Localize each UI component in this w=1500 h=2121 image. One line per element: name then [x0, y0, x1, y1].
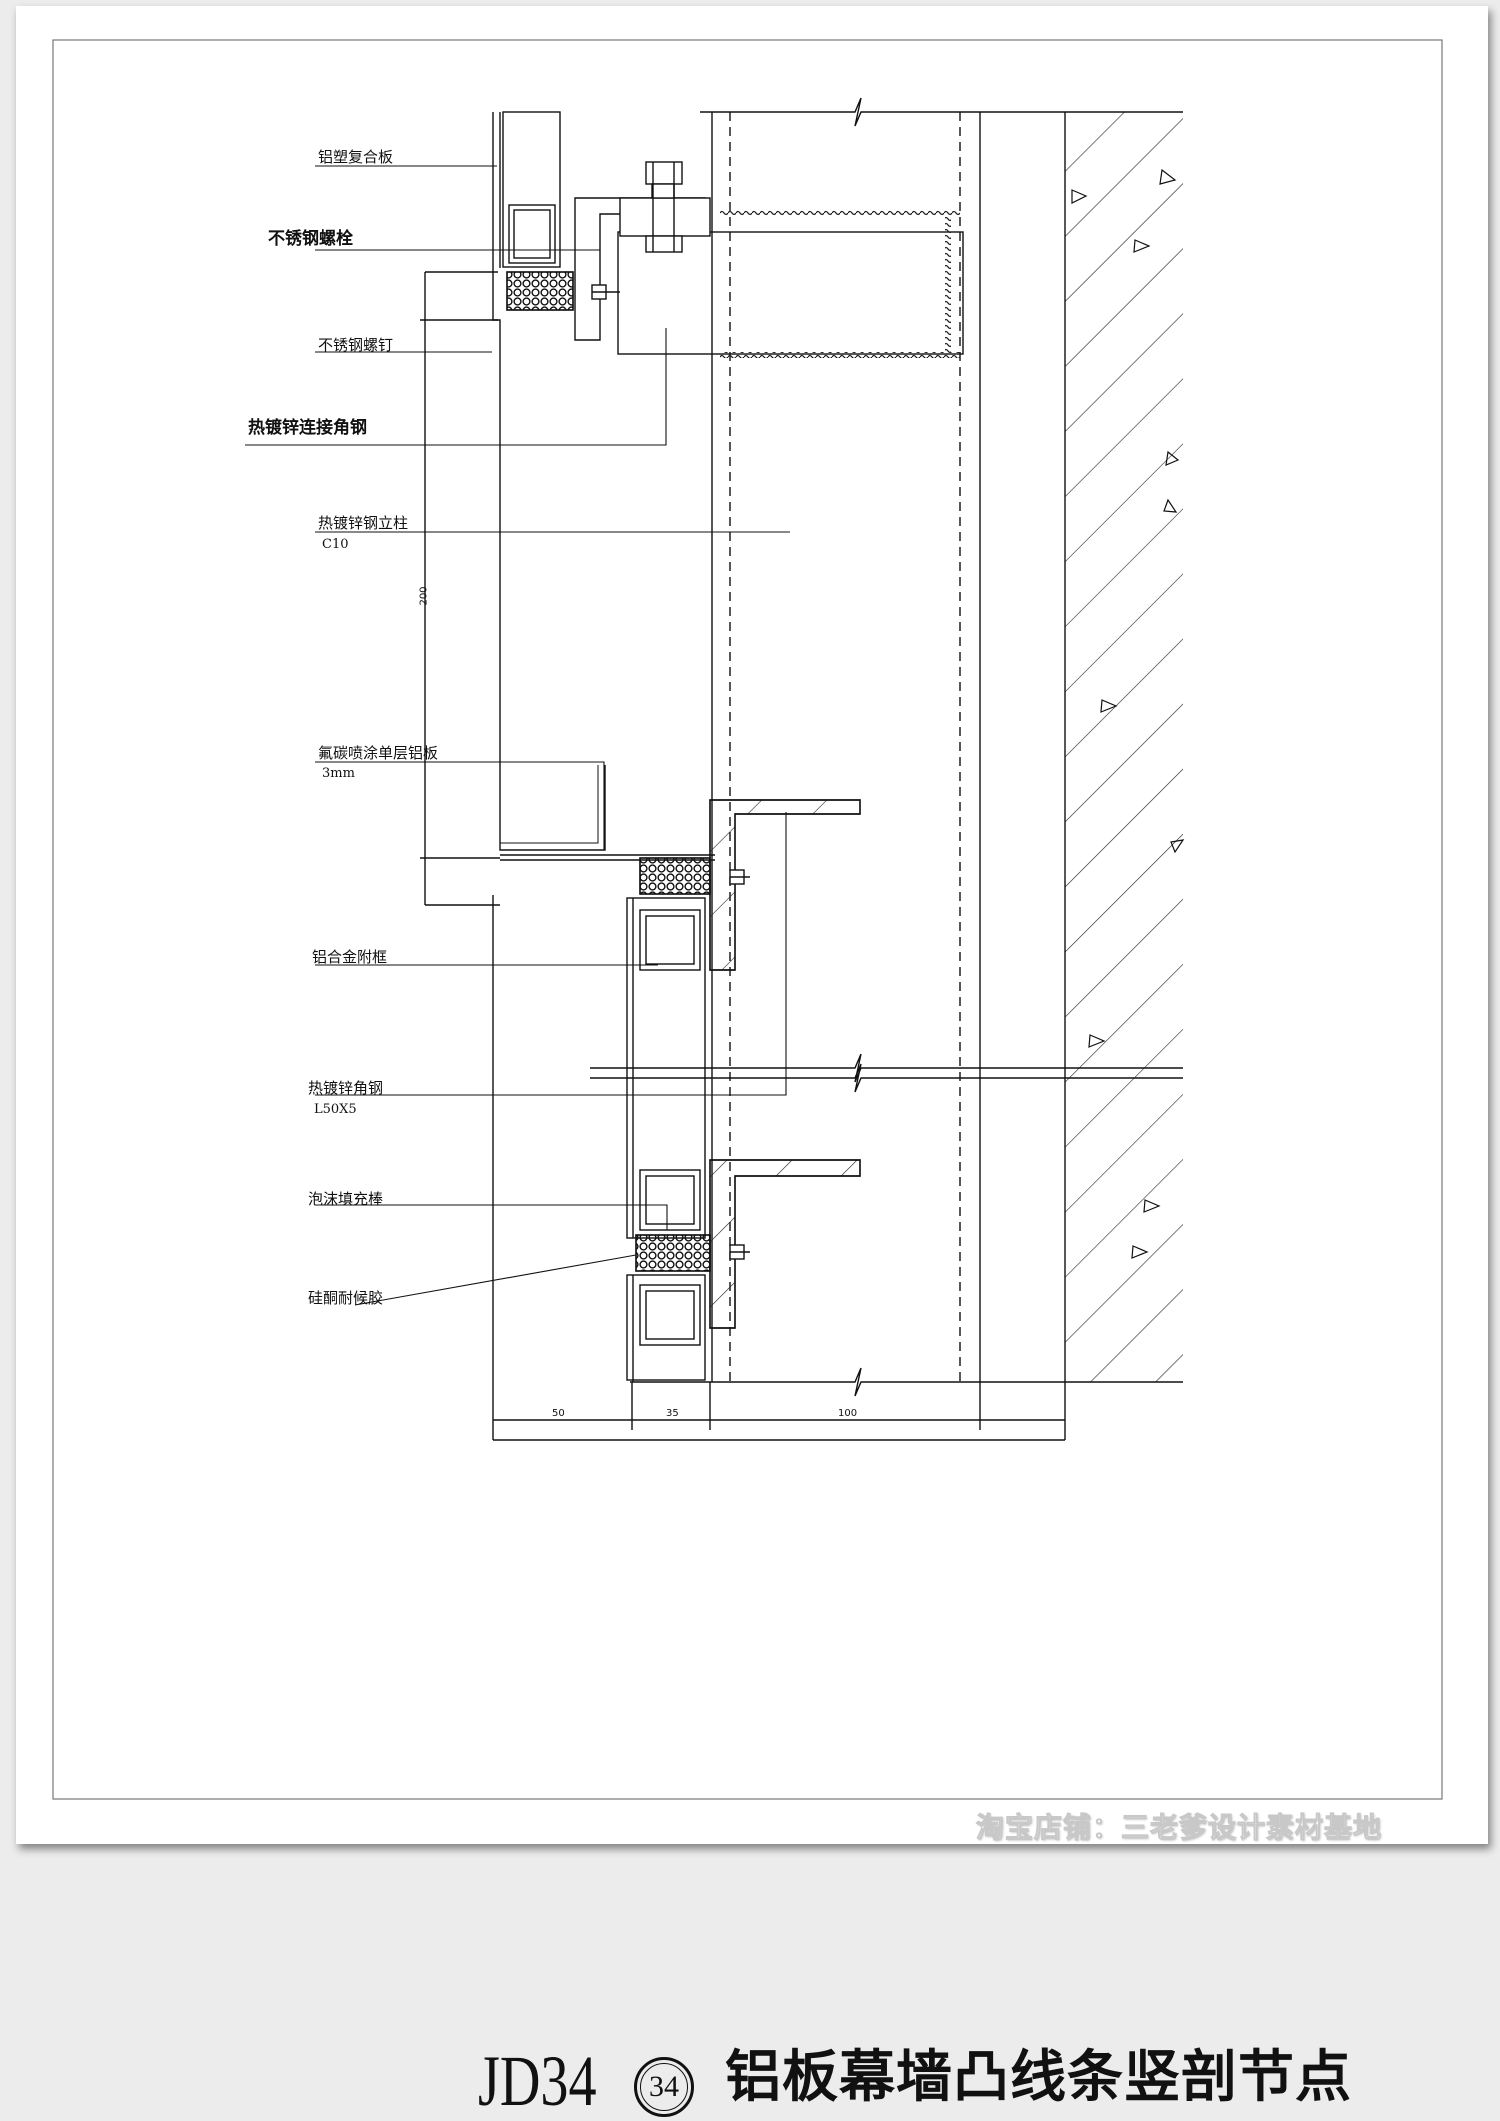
detail-badge-number: 34 [649, 2070, 679, 2103]
leader-lines [245, 165, 790, 1306]
lower-angle-top [709, 799, 861, 971]
concrete-wall [1065, 112, 1183, 1382]
dim-bottom-100: 100 [838, 1408, 858, 1419]
label-al-composite-panel: 铝塑复合板 [318, 148, 394, 166]
aggregate-marks [1071, 168, 1185, 1259]
lower-angle-bottom [709, 1159, 861, 1329]
label-silicone-sealant: 硅酮耐候胶 [308, 1289, 384, 1307]
folded-panel [492, 268, 606, 851]
label-fluoro-al-panel-spec: 3mm [322, 766, 355, 781]
label-galv-steel-column-spec: C10 [322, 537, 349, 552]
lower-sub-frame [626, 897, 706, 1239]
drawing-title: 铝板幕墙凸线条竖剖节点 [725, 2045, 1352, 2110]
bolt-nut-bottom [645, 235, 683, 253]
break-line-mid [590, 1053, 1183, 1083]
drawing-sheet: 铝塑复合板 不锈钢螺栓 不锈钢螺钉 热镀锌连接角钢 热镀锌钢立柱 C10 氟碳喷… [16, 6, 1488, 1844]
break-line-bottom [630, 1367, 980, 1397]
detail-badge: 34 [634, 2057, 694, 2117]
label-ss-screw: 不锈钢螺钉 [318, 336, 394, 354]
break-line-top [700, 97, 980, 127]
dim-bottom-35: 35 [666, 1408, 679, 1419]
label-galv-steel-column: 热镀锌钢立柱 [318, 514, 409, 532]
label-galv-angle-spec: L50X5 [314, 1102, 357, 1117]
label-foam-rod: 泡沫填充棒 [308, 1190, 384, 1208]
label-fluoro-al-panel: 氟碳喷涂单层铝板 [318, 744, 439, 762]
label-al-sub-frame: 铝合金附框 [312, 948, 388, 966]
sheet-border [52, 39, 1443, 1800]
dim-vertical-200: 200 [418, 586, 430, 606]
label-ss-bolt: 不锈钢螺栓 [268, 229, 353, 249]
watermark: 淘宝店铺：三老爹设计素材基地 [975, 1811, 1383, 1844]
dim-bottom-50: 50 [552, 1408, 565, 1419]
drawing-code: JD34 [478, 2041, 597, 2121]
lower-foam-rod-2 [635, 1234, 711, 1272]
label-galv-angle-connector: 热镀锌连接角钢 [248, 418, 367, 438]
label-galv-angle: 热镀锌角钢 [308, 1079, 384, 1097]
bolt-head-top [645, 161, 683, 185]
section-drawing [52, 39, 1443, 1800]
lower-foam-rod-1 [639, 857, 711, 895]
upper-foam-rod [506, 271, 574, 311]
